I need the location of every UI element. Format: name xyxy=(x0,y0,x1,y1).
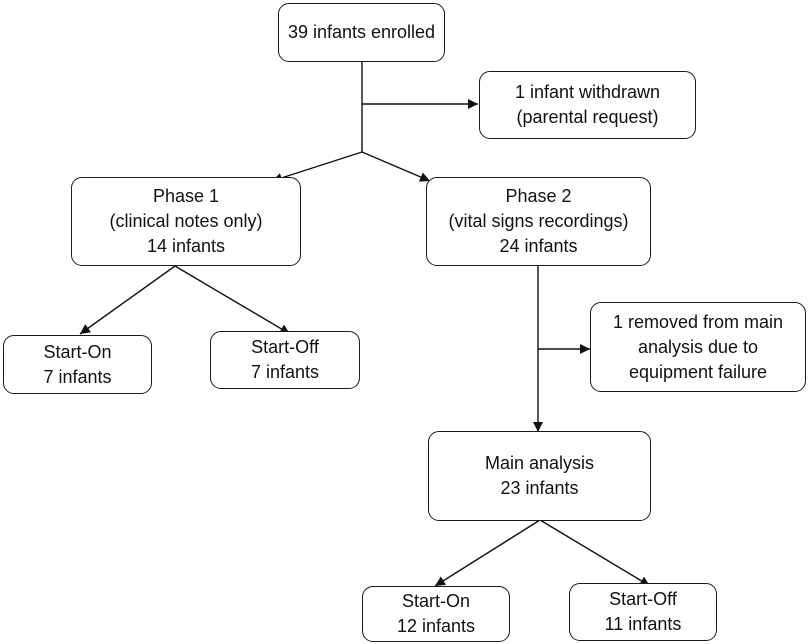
arrow-to-phase1 xyxy=(271,151,363,183)
p1-start-off-count: 7 infants xyxy=(250,362,320,382)
phase1-subtitle: (clinical notes only) xyxy=(109,211,263,231)
phase2-count: 24 infants xyxy=(499,236,578,256)
p1-start-on-label: Start-On xyxy=(43,341,112,362)
p2-start-off-box: Start-Off 11 infants xyxy=(569,583,717,641)
arrow-to-p2-start-off xyxy=(539,519,651,587)
p2-start-on-label: Start-On xyxy=(401,591,471,611)
removed-text-line2: analysis due to xyxy=(637,336,759,357)
withdrawn-text-line2: (parental request) xyxy=(516,107,659,127)
arrow-to-p1-start-off xyxy=(174,265,291,335)
enrolled-text: 39 infants enrolled xyxy=(287,22,436,42)
p2-start-on-count: 12 infants xyxy=(396,616,476,636)
p1-start-on-box: Start-On 7 infants xyxy=(3,335,152,394)
phase2-subtitle: (vital signs recordings) xyxy=(448,211,629,231)
arrow-to-phase2 xyxy=(361,151,431,182)
main-analysis-count: 23 infants xyxy=(500,478,579,498)
removed-text-line1: 1 removed from main xyxy=(612,311,784,332)
p2-start-on-box: Start-On 12 infants xyxy=(362,586,510,642)
arrow-to-p1-start-on xyxy=(79,265,176,335)
p2-start-off-count: 11 infants xyxy=(604,614,682,634)
phase2-box: Phase 2 (vital signs recordings) 24 infa… xyxy=(426,177,651,266)
main-analysis-title: Main analysis xyxy=(484,453,595,473)
withdrawn-box: 1 infant withdrawn (parental request) xyxy=(479,71,696,139)
p1-start-on-count: 7 infants xyxy=(43,366,112,387)
phase2-title: Phase 2 xyxy=(505,186,572,206)
phase1-box: Phase 1 (clinical notes only) 14 infants xyxy=(71,177,301,266)
p2-start-off-label: Start-Off xyxy=(609,589,677,609)
phase1-title: Phase 1 xyxy=(152,186,220,206)
removed-box: 1 removed from main analysis due to equi… xyxy=(590,302,806,392)
enrolled-box: 39 infants enrolled xyxy=(278,3,445,62)
p1-start-off-label: Start-Off xyxy=(251,337,319,357)
removed-text-line3: equipment failure xyxy=(628,361,768,382)
arrow-to-p2-start-on xyxy=(434,519,541,587)
p1-start-off-box: Start-Off 7 infants xyxy=(210,331,360,389)
withdrawn-text-line1: 1 infant withdrawn xyxy=(514,82,661,102)
phase1-count: 14 infants xyxy=(146,236,226,256)
main-analysis-box: Main analysis 23 infants xyxy=(428,431,651,521)
